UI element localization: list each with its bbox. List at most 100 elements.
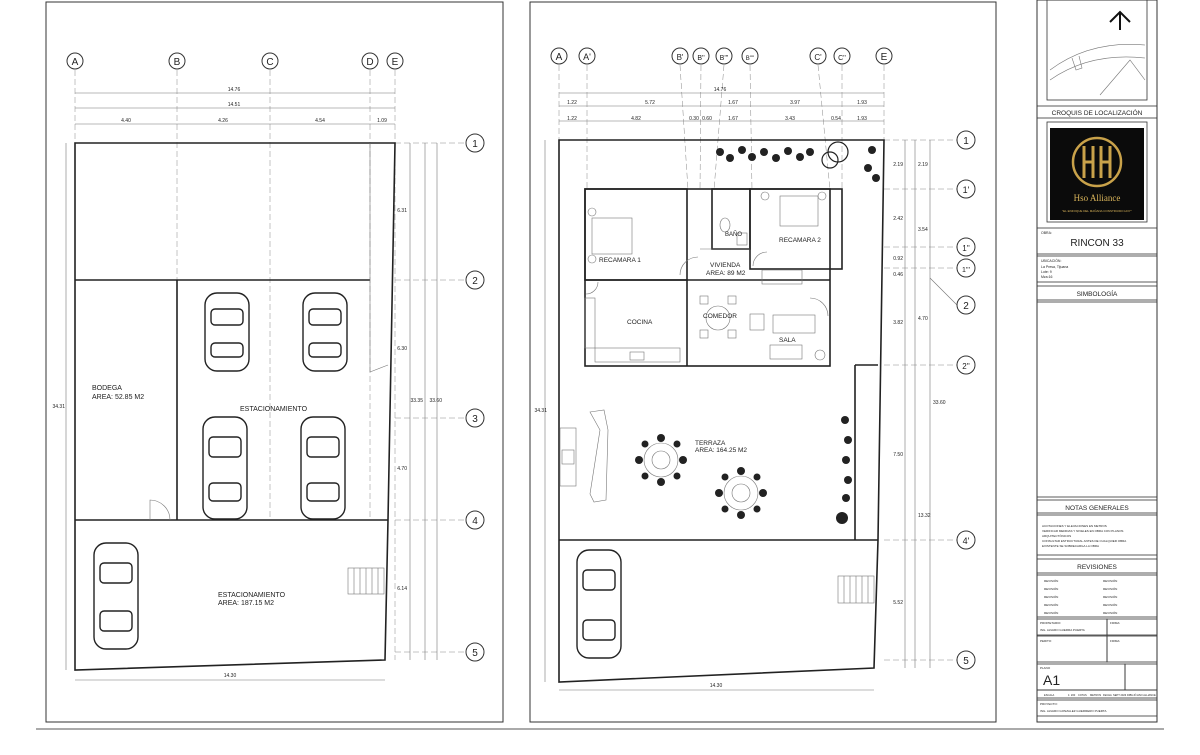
revision-cell: REVISIÓN (1044, 586, 1058, 591)
stairs (347, 567, 385, 595)
garden-plants (716, 141, 880, 524)
dim: 1.22 (567, 116, 577, 122)
axis-label: C'' (838, 55, 846, 62)
nota-line: EXISTENTE SE SOBRECARGA LA OBRA (1042, 544, 1099, 548)
north-arrow-icon (1109, 10, 1131, 30)
dim: 1.67 (728, 100, 738, 106)
axis-label: 1 (963, 136, 969, 147)
car-icon (300, 416, 346, 520)
axis-label: A (72, 57, 79, 68)
plano-value: A1 (1043, 672, 1060, 688)
nota-line: ACOTACIONES Y ELEVACIONES EN METROS (1042, 524, 1107, 528)
dim-right: 6.14 (397, 586, 407, 592)
recamara1-label: RECAMARA 1 (599, 257, 641, 264)
left-sheet-frame (45, 1, 504, 723)
terraza-label: TERRAZA (695, 440, 726, 447)
perito-label: PERITO: (1040, 639, 1052, 643)
axis-label: D (366, 57, 373, 68)
dim-right: 6.30 (397, 346, 407, 352)
dim-top: 4.54 (315, 118, 325, 124)
dim-right: 3.82 (893, 320, 903, 326)
left-row-axis-labels: 1 2 3 4 5 (395, 133, 485, 662)
revision-cell: REVISIÓN (1044, 602, 1058, 607)
axis-label: 1 (472, 139, 478, 150)
axis-label: 4 (472, 516, 478, 527)
terraza-area: AREA: 164.25 M2 (695, 447, 747, 454)
dim-top: 4.40 (121, 118, 131, 124)
axis-label: E (392, 57, 399, 68)
dim-right: 3.54 (918, 227, 928, 233)
info-cell: ESCALA (1044, 693, 1055, 697)
axis-label: B'' (697, 55, 704, 62)
dim-right: 7.50 (893, 452, 903, 458)
cocina-label: COCINA (627, 319, 653, 326)
recamara2-label: RECAMARA 2 (779, 237, 821, 244)
dim-right: 13.32 (918, 513, 931, 519)
dim-left: 34.31 (534, 408, 547, 414)
dim: 1.93 (857, 116, 867, 122)
company-logo (1050, 128, 1144, 220)
car-icon (202, 416, 248, 520)
dim: 3.43 (785, 116, 795, 122)
dim-right: 2.19 (893, 162, 903, 168)
stairs (837, 575, 875, 604)
axis-label: B''' (720, 55, 729, 62)
axis-label: 1'' (962, 244, 970, 253)
bodega-area: AREA: 52.85 M2 (92, 394, 144, 401)
revision-cell: REVISIÓN (1044, 578, 1058, 583)
comedor-label: COMEDOR (703, 313, 737, 320)
dim-top: 4.26 (218, 118, 228, 124)
axis-label: C' (814, 53, 822, 62)
vivienda-area: AREA: 89 M2 (706, 270, 746, 277)
dim: 4.82 (631, 116, 641, 122)
axis-label: E (881, 52, 888, 63)
logo-subtext: "EL ENFOQUE DEL MAÑANA CONSTRUIDO HOY" (1062, 208, 1132, 213)
logo-text: Hso Alliance (1074, 193, 1121, 203)
location-sketch (1046, 0, 1148, 101)
info-cell: SEPT 2023 (1113, 693, 1127, 697)
axis-label: B (174, 57, 181, 68)
car-icon (576, 549, 622, 659)
simbologia-box (1036, 301, 1158, 498)
axis-label: B'''' (746, 56, 755, 62)
dim-top: 1.09 (377, 118, 387, 124)
axis-label: 5 (963, 656, 969, 667)
axis-label: 2'' (962, 362, 970, 371)
terrace-features (559, 409, 767, 519)
notas-label: NOTAS GENERALES (1065, 505, 1129, 512)
dim-right-total: 33.60 (933, 400, 946, 406)
ubicacion-line: Mza:16 (1041, 275, 1053, 279)
info-cell: COTAS (1078, 693, 1087, 697)
obra-label: OBRA: (1041, 231, 1052, 235)
ubicacion-line: Lote: 9 (1041, 270, 1052, 274)
axis-label: 2 (472, 276, 478, 287)
house-floorplan (584, 188, 843, 367)
sala-label: SALA (779, 337, 796, 344)
nota-line: CONSULTAR ESTRUCTURAL ANTES DE CUALQUIER… (1042, 539, 1126, 543)
estacionamiento-label: ESTACIONAMIENTO (240, 406, 308, 413)
axis-label: 1' (963, 185, 970, 195)
info-cell: 1: 200 (1068, 693, 1076, 697)
proyecto-value: ING. ALVARO GONZALEZ GUERRERO PUERTA (1040, 709, 1106, 713)
dim: 0.60 (702, 116, 712, 122)
dim: 1.67 (728, 116, 738, 122)
axis-label: 5 (472, 648, 478, 659)
dim-right: 4.70 (918, 316, 928, 322)
axis-label: 3 (472, 414, 478, 425)
dim: 3.97 (790, 100, 800, 106)
dim-left: 34.31 (52, 404, 65, 410)
axis-label: B' (677, 53, 684, 62)
nota-line: ARQUITECTÓNICOS (1042, 533, 1071, 538)
dim: 1.93 (857, 100, 867, 106)
proyecto-label: PROYECTO: (1040, 702, 1058, 706)
dim-right: 4.70 (397, 466, 407, 472)
revision-cell: REVISIÓN (1103, 602, 1117, 607)
firma-label: FIRMA: (1110, 621, 1120, 625)
revision-cell: REVISIÓN (1044, 594, 1058, 599)
firma2-label: FIRMA: (1110, 639, 1120, 643)
right-sheet-frame (529, 1, 997, 723)
lot-outline (558, 139, 885, 683)
info-cell: HSO ALLIANCE (1137, 693, 1156, 697)
dim-total: 14.76 (714, 87, 727, 93)
nota-line: VERIFICAR MEDIDAS Y NIVELES EN OBRA CON … (1042, 529, 1123, 533)
